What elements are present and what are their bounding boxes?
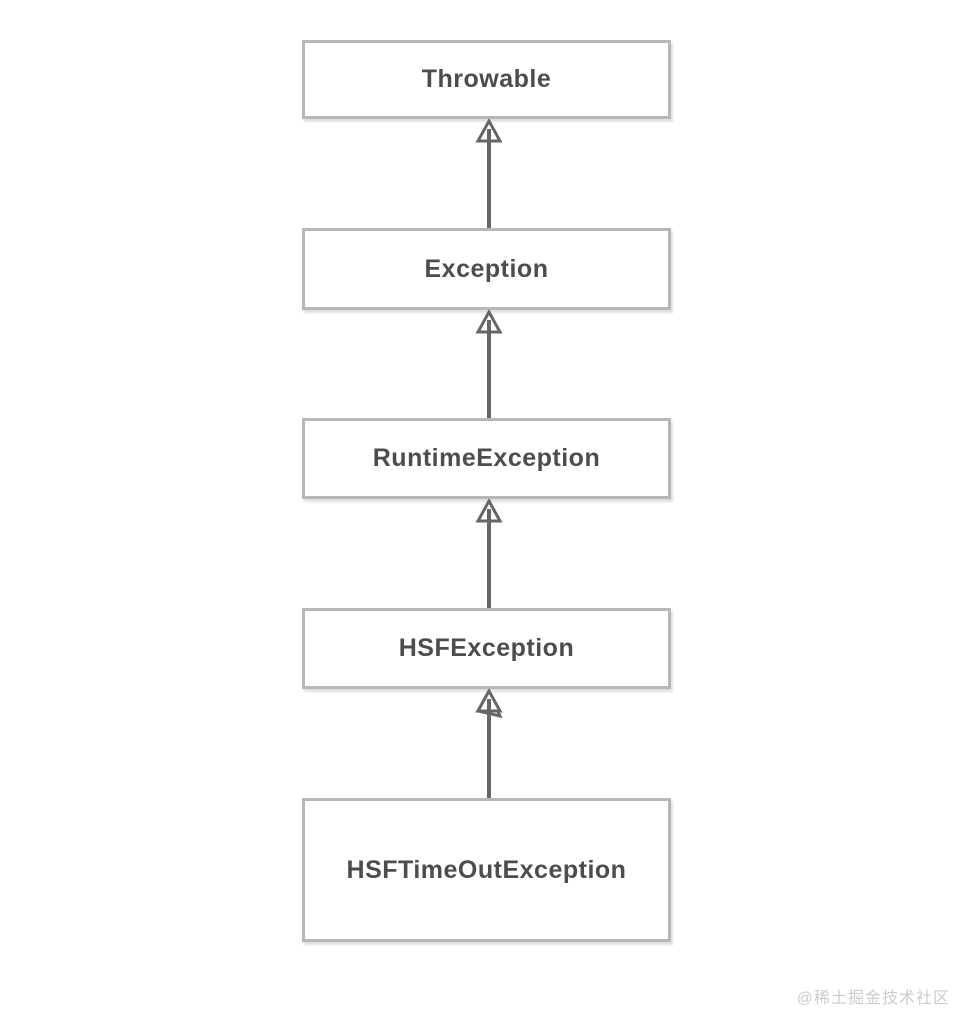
- class-box-hsf-timeout-exception: HSFTimeOutException: [302, 798, 671, 942]
- inheritance-arrow-exception-to-throwable-icon: [475, 119, 503, 228]
- class-label-exception: Exception: [424, 254, 549, 283]
- class-label-hsf-exception: HSFException: [398, 634, 575, 662]
- inheritance-arrow-timeout-to-hsf-icon: [475, 689, 503, 798]
- class-box-runtime-exception: RuntimeException: [302, 418, 671, 499]
- class-label-hsf-timeout-exception: HSFTimeOutException: [346, 855, 627, 884]
- class-box-hsf-exception: HSFException: [302, 608, 671, 689]
- watermark-juejin-community: @稀土掘金技术社区: [796, 990, 950, 1007]
- class-box-throwable: Throwable: [302, 40, 671, 119]
- class-label-throwable: Throwable: [421, 65, 552, 93]
- class-box-exception: Exception: [302, 228, 671, 310]
- inheritance-arrow-hsf-to-runtime-icon: [475, 499, 503, 608]
- inheritance-arrow-runtime-to-exception-icon: [475, 310, 503, 418]
- class-label-runtime-exception: RuntimeException: [372, 444, 601, 472]
